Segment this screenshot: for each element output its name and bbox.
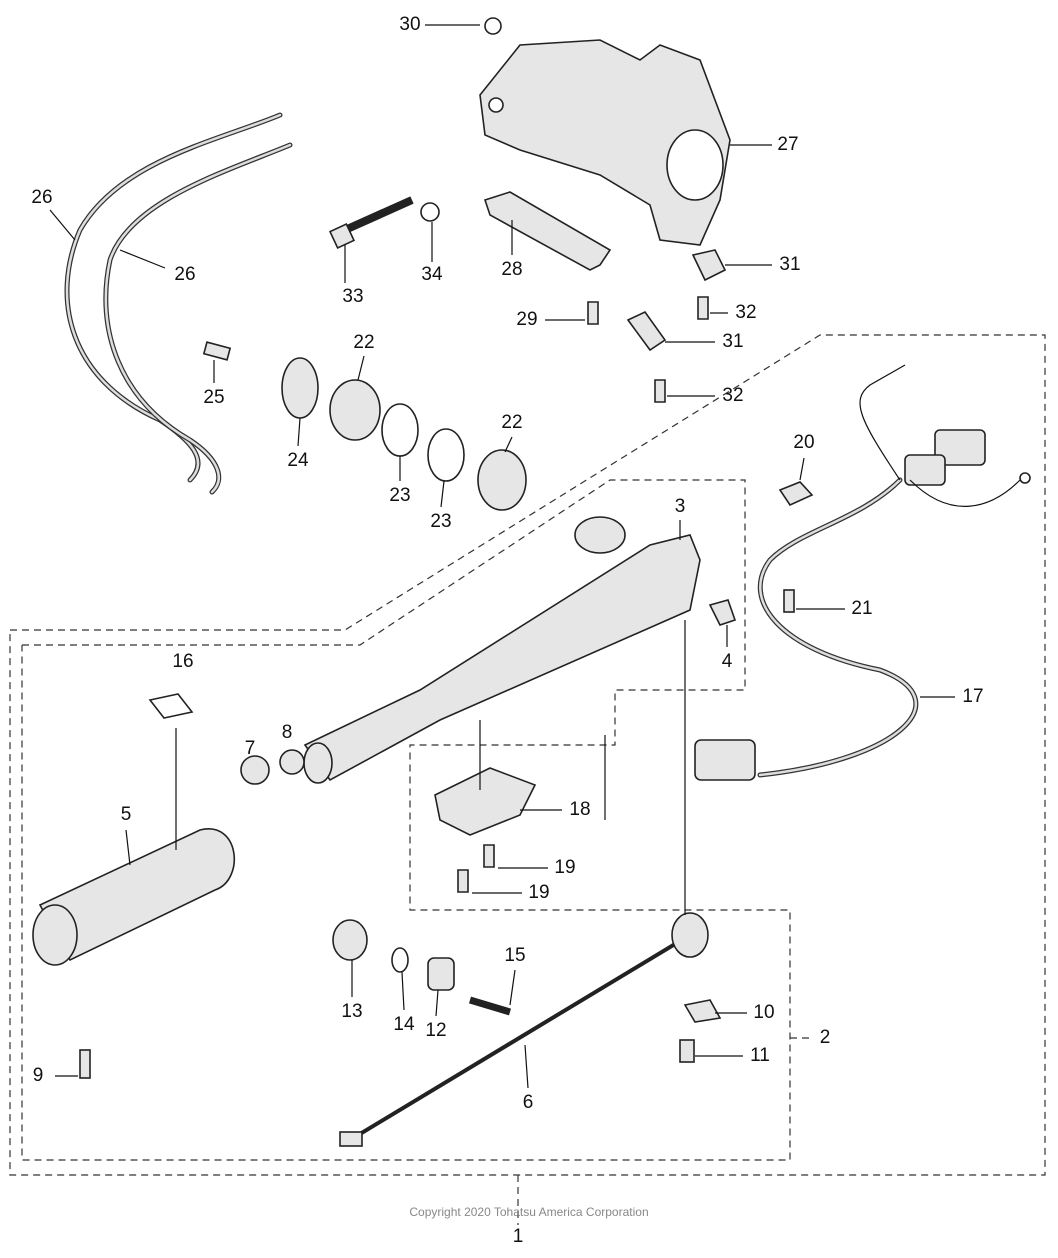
assembly-boundaries bbox=[9, 334, 1046, 1225]
copyright-text: Copyright 2020 Tohatsu America Corporati… bbox=[409, 1205, 648, 1219]
hardware-upper bbox=[328, 191, 727, 403]
callout-number: 11 bbox=[750, 1045, 770, 1066]
tiller-arm bbox=[303, 516, 737, 784]
callout-number: 16 bbox=[172, 651, 193, 672]
leader-lines bbox=[49, 24, 955, 1089]
callout-number: 19 bbox=[554, 857, 575, 878]
callout-number: 29 bbox=[516, 309, 537, 330]
callout-number: 18 bbox=[569, 799, 590, 820]
throttle-cables bbox=[64, 112, 293, 495]
callout-number: 25 bbox=[203, 387, 224, 408]
callout-number: 13 bbox=[341, 1001, 362, 1022]
callout-number: 26 bbox=[174, 264, 195, 285]
callout-number: 32 bbox=[722, 385, 743, 406]
stop-cable bbox=[339, 912, 722, 1147]
callout-number: 23 bbox=[430, 511, 451, 532]
callout-number: 22 bbox=[353, 332, 374, 353]
callout-number: 24 bbox=[287, 450, 309, 471]
grip-parts bbox=[32, 693, 512, 1079]
callout-number: 30 bbox=[399, 14, 420, 35]
callout-number: 19 bbox=[528, 882, 549, 903]
callout-number: 4 bbox=[722, 651, 733, 672]
callout-number: 10 bbox=[753, 1002, 774, 1023]
callout-number: 21 bbox=[851, 598, 872, 619]
bushing-stack bbox=[202, 341, 527, 511]
callout-number: 6 bbox=[523, 1092, 534, 1113]
callout-number: 12 bbox=[425, 1020, 446, 1041]
callout-number: 32 bbox=[735, 302, 756, 323]
callout-number: 22 bbox=[501, 412, 522, 433]
callout-number: 26 bbox=[31, 187, 52, 208]
callout-number: 17 bbox=[962, 686, 983, 707]
callout-number: 31 bbox=[722, 331, 743, 352]
callout-number: 3 bbox=[675, 496, 686, 517]
callout-number: 23 bbox=[389, 485, 410, 506]
callout-number: 28 bbox=[501, 259, 522, 280]
callout-number: 8 bbox=[282, 722, 293, 743]
callout-number: 15 bbox=[504, 945, 525, 966]
callout-number: 33 bbox=[342, 286, 363, 307]
callout-number: 27 bbox=[777, 134, 798, 155]
callout-number: 1 bbox=[513, 1226, 524, 1247]
bracket-part bbox=[479, 17, 731, 246]
callout-number: 5 bbox=[121, 804, 132, 825]
callout-number: 31 bbox=[779, 254, 800, 275]
callout-number: 34 bbox=[421, 264, 443, 285]
wire-harness bbox=[694, 364, 1031, 781]
callout-number: 7 bbox=[245, 738, 256, 759]
callout-number: 20 bbox=[793, 432, 814, 453]
callout-number: 14 bbox=[393, 1014, 415, 1035]
callout-number: 9 bbox=[33, 1065, 44, 1086]
switch-parts bbox=[434, 767, 537, 893]
callout-number: 2 bbox=[820, 1027, 831, 1048]
